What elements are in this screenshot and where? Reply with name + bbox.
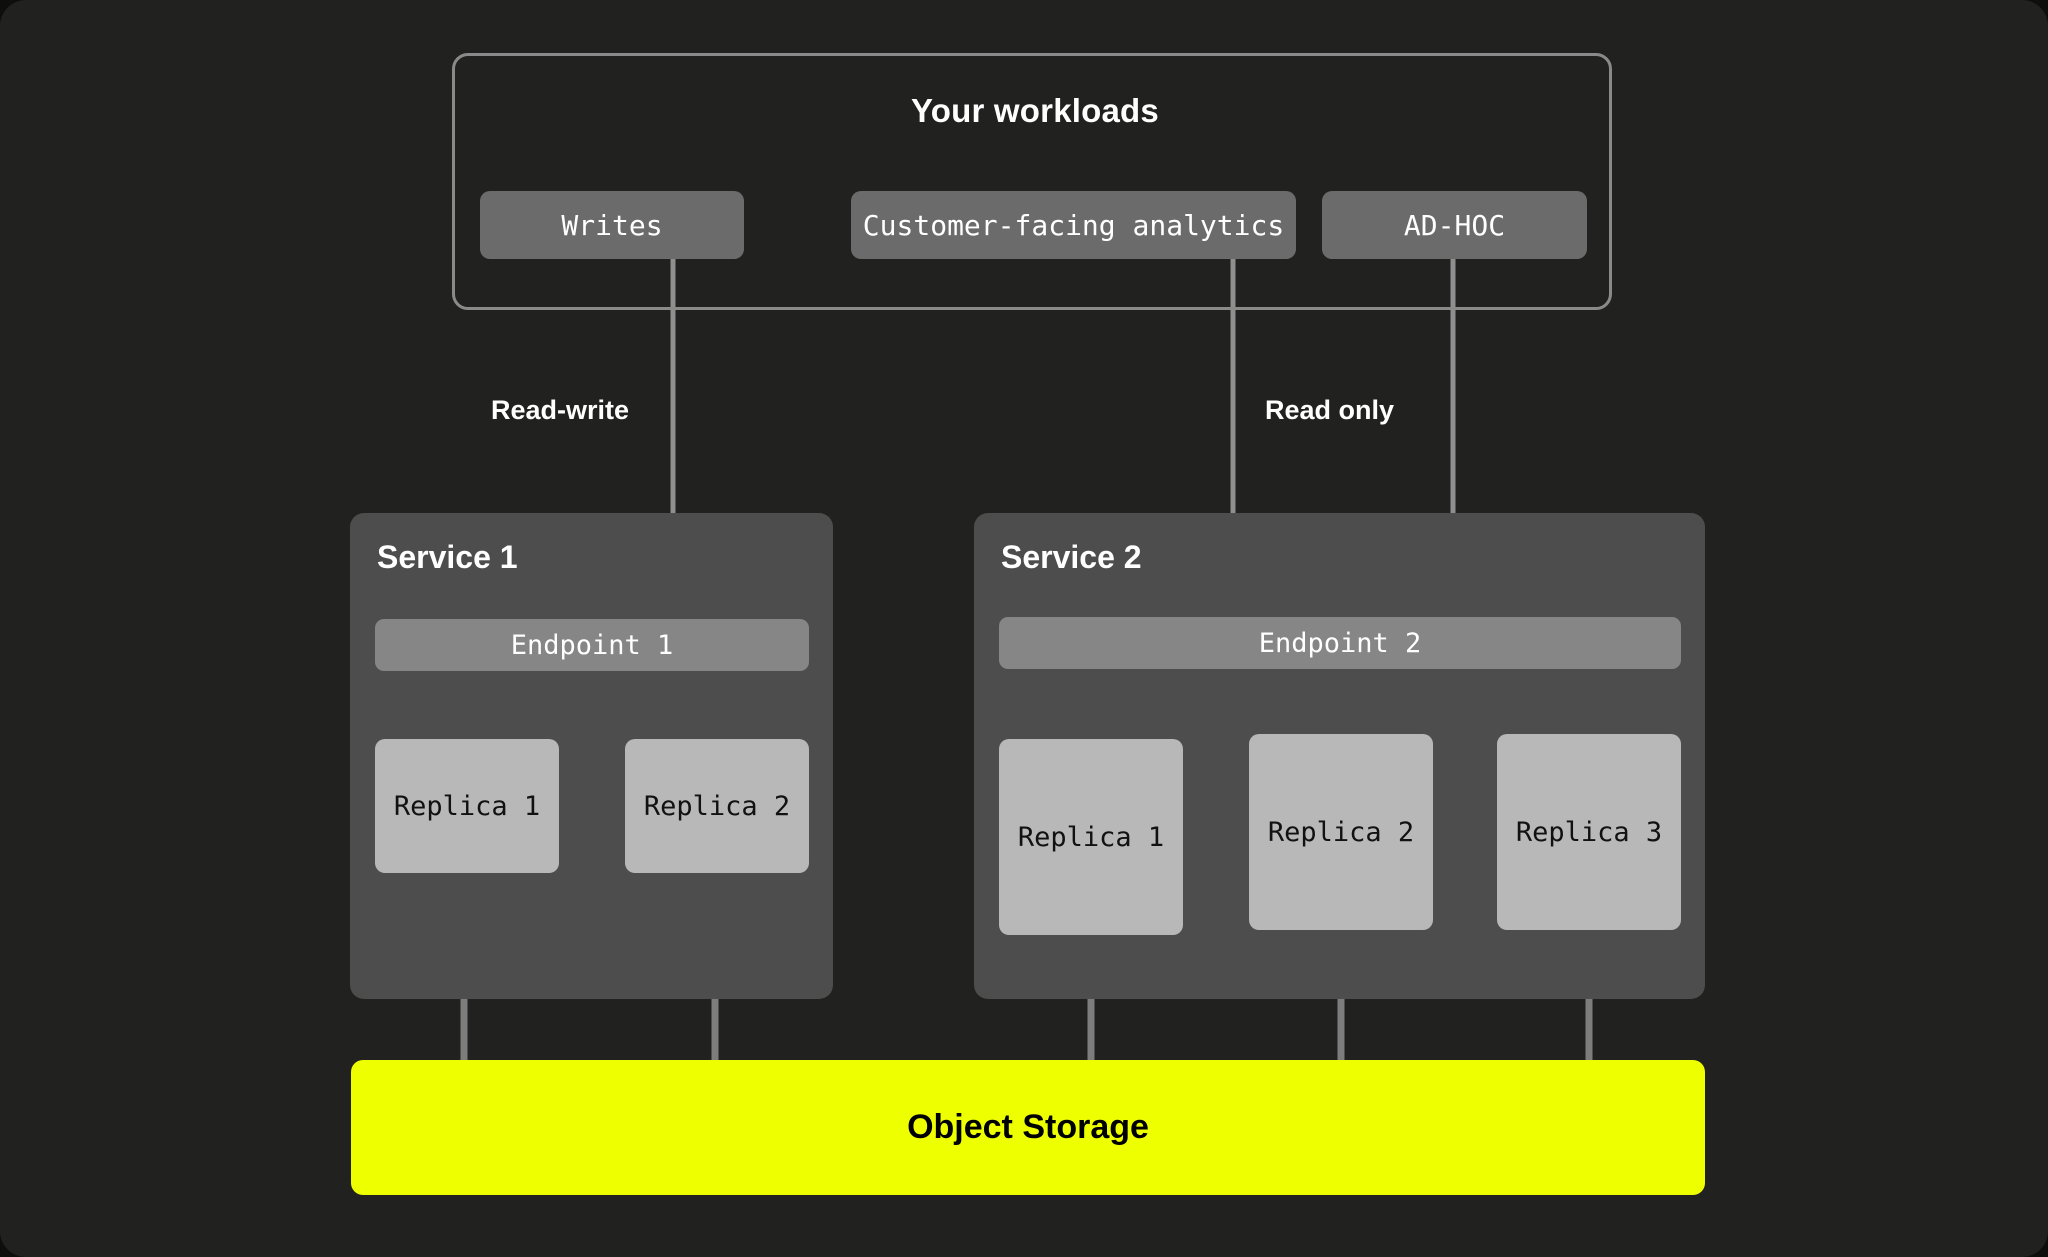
workload-chip-analytics[interactable]: Customer-facing analytics — [851, 191, 1296, 259]
edge-label-read-write: Read-write — [491, 395, 630, 425]
service-1-endpoint[interactable]: Endpoint 1 — [375, 619, 809, 671]
service-2-endpoint[interactable]: Endpoint 2 — [999, 617, 1681, 669]
workload-chip-adhoc[interactable]: AD-HOC — [1322, 191, 1587, 259]
service-1-replica-2[interactable]: Replica 2 — [625, 739, 809, 873]
workloads-title: Your workloads — [911, 92, 1159, 129]
object-storage-bar[interactable]: Object Storage — [351, 1060, 1705, 1195]
service-1-replica-1[interactable]: Replica 1 — [375, 739, 559, 873]
edge-label-read-only: Read only — [1265, 395, 1395, 425]
workload-chip-writes[interactable]: Writes — [480, 191, 744, 259]
workloads-container: Your workloads — [452, 53, 1612, 310]
service-2-title: Service 2 — [1001, 539, 1142, 575]
service-2-replica-3[interactable]: Replica 3 — [1497, 734, 1681, 930]
service-1-title: Service 1 — [377, 539, 518, 575]
service-2-replica-2[interactable]: Replica 2 — [1249, 734, 1433, 930]
service-2-replica-1[interactable]: Replica 1 — [999, 739, 1183, 935]
